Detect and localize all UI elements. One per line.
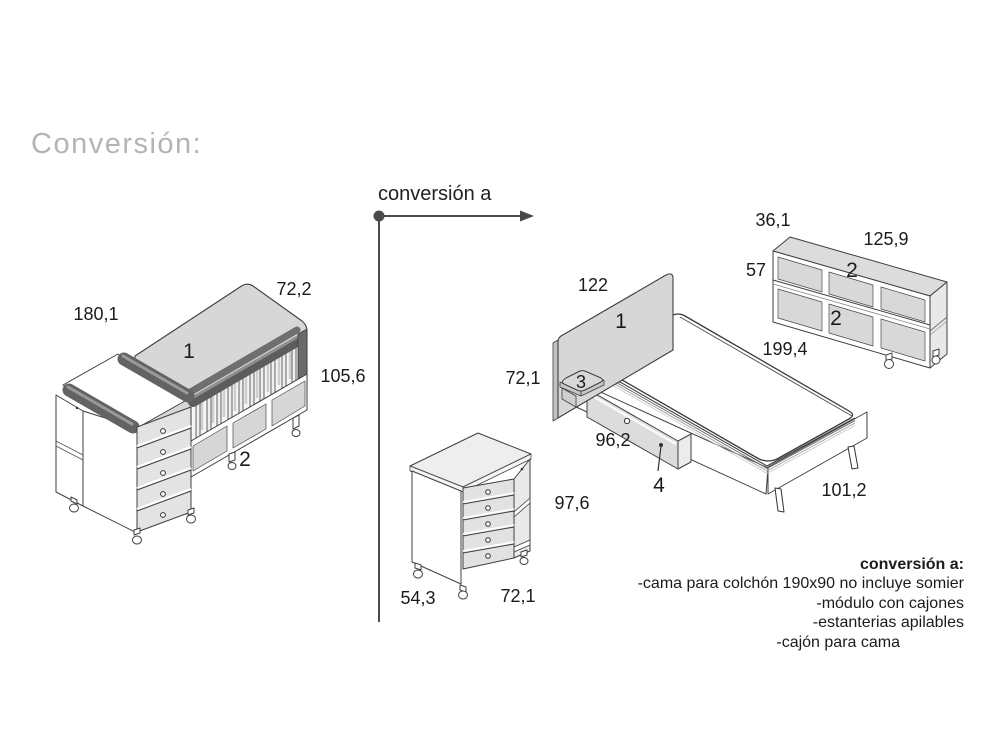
bed-part-drawer-label: 4 <box>653 474 665 497</box>
crib-illustration <box>55 283 308 545</box>
crib-width-label: 180,1 <box>73 304 118 324</box>
conversion-arrow: conversión a <box>373 183 534 622</box>
module-feet <box>413 549 529 600</box>
module-height-label: 97,6 <box>554 493 589 513</box>
bed-legs <box>774 445 859 513</box>
crib-height-label: 105,6 <box>320 366 365 386</box>
bed-part-headboard-label: 1 <box>615 310 627 333</box>
bed-part-shelf-label: 3 <box>576 372 586 392</box>
page-title: Conversión: <box>31 128 203 160</box>
crib-depth-label: 72,2 <box>276 279 311 299</box>
shelving-width-label: 125,9 <box>863 229 908 249</box>
drawer-module-illustration <box>409 432 532 600</box>
module-depth-label: 54,3 <box>400 588 435 608</box>
legend: conversión a: -cama para colchón 190x90 … <box>638 555 964 652</box>
legend-title: conversión a: <box>859 556 964 573</box>
legend-item: -cajón para cama <box>776 633 900 651</box>
shelving-illustration <box>772 236 948 369</box>
bed-headboard-height-label: 72,1 <box>505 368 540 388</box>
legend-item: -módulo con cajones <box>816 594 964 612</box>
module-width-label: 72,1 <box>500 586 535 606</box>
legend-item: -cama para colchón 190x90 no incluye som… <box>637 575 964 593</box>
shelving-depth-label: 36,1 <box>755 210 790 230</box>
shelving-part-lower-label: 2 <box>830 307 842 330</box>
legend-item: -estanterias apilables <box>812 614 964 632</box>
shelving-part-upper-label: 2 <box>846 259 858 282</box>
dimension-labels: 180,1 72,2 105,6 1 2 54,3 72,1 97,6 122 … <box>73 210 908 608</box>
bed-headboard-width-label: 122 <box>578 275 608 295</box>
arrow-head-icon <box>520 210 534 222</box>
shelving-height-label: 57 <box>746 260 766 280</box>
crib-feet <box>69 414 301 545</box>
crib-part-back-label: 1 <box>183 340 195 363</box>
conversion-arrow-label: conversión a <box>378 183 492 205</box>
bed-length-label: 199,4 <box>762 339 807 359</box>
bed-illustration <box>552 273 868 513</box>
bed-drawer-length-label: 96,2 <box>595 430 630 450</box>
crib-part-base-label: 2 <box>239 448 251 471</box>
changing-pad-rails <box>62 352 195 434</box>
bed-width-label: 101,2 <box>821 480 866 500</box>
shelving-casters <box>884 348 941 369</box>
